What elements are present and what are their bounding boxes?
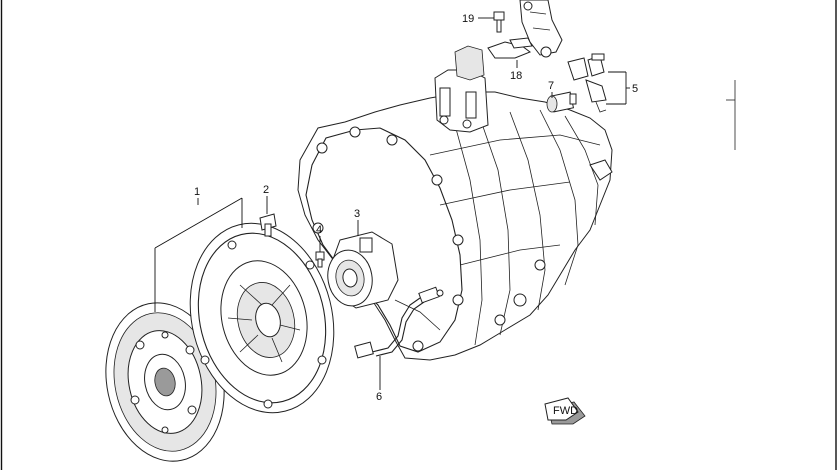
bolt-part-4 [315, 251, 325, 268]
shift-fittings [487, 0, 607, 113]
pressure-plate [189, 222, 335, 414]
callout-6: 6 [376, 391, 382, 403]
callout-2: 2 [263, 184, 269, 196]
release-bearing [327, 231, 399, 309]
callout-18: 18 [510, 70, 522, 82]
callout-19: 19 [462, 13, 474, 25]
callout-1: 1 [194, 186, 200, 198]
leader-lines [154, 17, 630, 390]
bolt-part-2 [259, 213, 277, 237]
callout-5: 5 [632, 83, 638, 95]
clutch-disc [105, 302, 225, 462]
fwd-direction-badge: FWD [544, 397, 586, 425]
callout-4: 4 [316, 224, 322, 236]
clutch-hose [354, 286, 444, 359]
callout-3: 3 [354, 208, 360, 220]
callout-7: 7 [548, 80, 554, 92]
fwd-badge-label: FWD [553, 405, 578, 417]
